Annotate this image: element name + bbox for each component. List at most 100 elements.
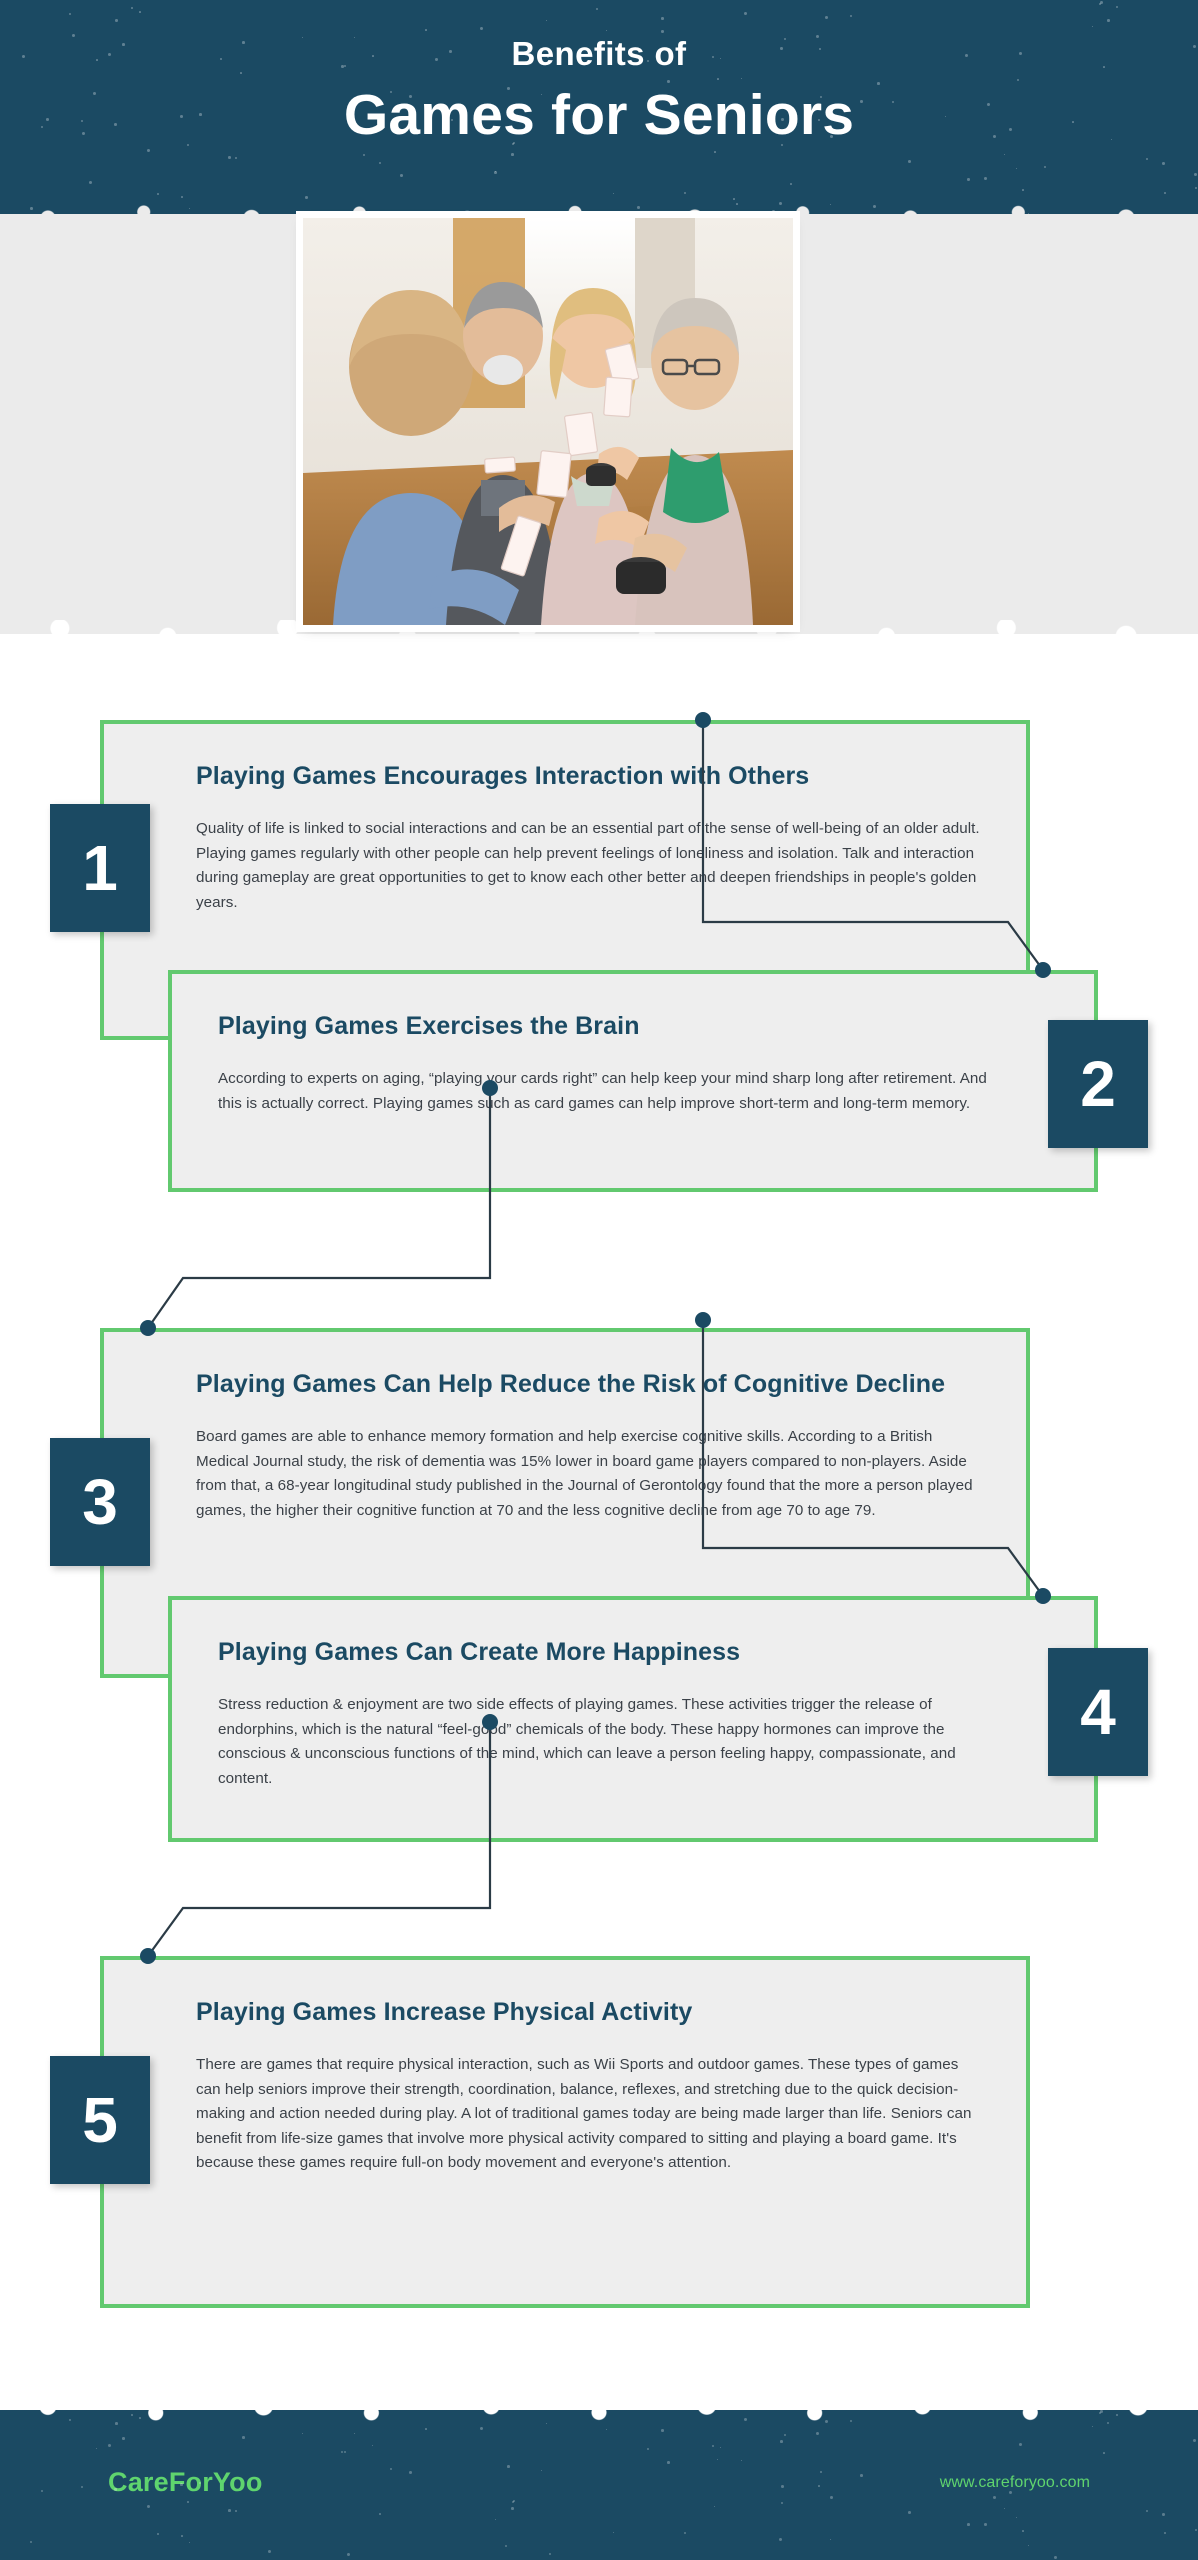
paint-speck (790, 183, 792, 185)
benefit-card-4-content: Playing Games Can Create More Happiness … (172, 1600, 1094, 1821)
footer-website-url[interactable]: www.careforyoo.com (939, 2474, 1090, 2491)
paint-speck (425, 2428, 427, 2430)
paint-speck (1195, 187, 1198, 190)
paint-speck (494, 171, 497, 174)
paint-speck (1004, 154, 1006, 156)
paint-speck (830, 2539, 832, 2541)
paint-speck (613, 193, 615, 195)
page-title: Games for Seniors (343, 83, 855, 147)
paint-speck (390, 91, 393, 94)
paint-speck (850, 15, 853, 18)
benefit-card-1-body: Quality of life is linked to social inte… (196, 820, 980, 911)
paint-speck (354, 2433, 356, 2435)
paint-speck (82, 132, 86, 136)
paint-speck (512, 143, 515, 146)
paint-speck (72, 34, 76, 38)
header-title-block: Benefits of Games for Seniors (0, 32, 1198, 150)
benefits-card-list: Playing Games Encourages Interaction wit… (0, 700, 1198, 2340)
paint-speck (41, 2490, 43, 2492)
paint-speck (379, 2513, 381, 2515)
paint-speck (511, 153, 514, 156)
paint-speck (1072, 121, 1074, 123)
paint-speck (1103, 66, 1105, 68)
footer-brand-name: CareForYoo (108, 2467, 263, 2497)
paint-speck (967, 2523, 970, 2526)
paint-speck (1193, 45, 1197, 49)
paint-speck (830, 135, 833, 138)
paint-speck (235, 157, 237, 159)
paint-speck (1022, 2530, 1024, 2532)
benefit-card-5-title: Playing Games Increase Physical Activity (196, 1998, 693, 2026)
paint-speck (180, 2483, 183, 2486)
paint-speck (661, 2429, 664, 2432)
paint-speck (495, 171, 497, 173)
paint-speck (1019, 2443, 1023, 2447)
paint-speck (1111, 139, 1113, 141)
paint-speck (347, 2553, 351, 2557)
paint-speck (1009, 128, 1013, 132)
paint-speck (122, 2437, 125, 2440)
paint-speck (779, 2538, 783, 2542)
paint-speck (712, 2445, 715, 2448)
paint-speck (507, 87, 510, 90)
paint-speck (1193, 2439, 1196, 2442)
benefit-card-2-body: According to experts on aging, “playing … (218, 1070, 987, 1112)
paint-speck (1016, 168, 1017, 169)
paint-speck (541, 2470, 543, 2472)
paint-speck (744, 2418, 747, 2421)
paint-speck (480, 27, 484, 31)
paint-speck (187, 144, 189, 146)
paint-speck (967, 178, 970, 181)
paint-speck (667, 2461, 670, 2464)
benefit-card-3-body: Board games are able to enhance memory f… (196, 1428, 973, 1519)
paint-speck (1092, 2426, 1093, 2427)
paint-speck (187, 2501, 189, 2503)
benefit-card-5[interactable]: Playing Games Increase Physical Activity… (100, 1956, 1030, 2308)
paint-speck (965, 54, 968, 57)
benefit-card-4[interactable]: Playing Games Can Create More Happiness … (168, 1596, 1098, 1842)
benefit-card-1-title: Playing Games Encourages Interaction wit… (196, 762, 810, 790)
paint-speck (1017, 79, 1020, 82)
paint-speck (850, 2420, 853, 2423)
paint-speck (409, 2471, 412, 2474)
paint-speck (835, 105, 837, 107)
paint-speck (1162, 2513, 1165, 2516)
paint-speck (1146, 2510, 1148, 2512)
paint-speck (647, 60, 650, 63)
paint-speck (1116, 6, 1118, 8)
paint-speck (820, 2471, 822, 2473)
paint-speck (139, 11, 141, 13)
benefit-card-4-number-badge: 4 (1048, 1648, 1148, 1776)
paint-speck (199, 113, 202, 116)
paint-speck (344, 2451, 347, 2454)
paint-speck (661, 17, 664, 20)
paint-speck (606, 2429, 608, 2431)
paint-speck (181, 2535, 183, 2537)
paint-speck (240, 72, 242, 74)
paint-speck (606, 30, 608, 32)
paint-speck (1054, 2556, 1057, 2559)
paint-speck (122, 43, 125, 46)
paint-speck (81, 120, 84, 123)
paint-speck (1004, 2508, 1006, 2510)
paint-speck (712, 56, 715, 59)
seniors-card-game-illustration (303, 218, 793, 625)
paint-speck (480, 2427, 484, 2431)
paint-speck (451, 119, 454, 122)
paint-speck (819, 48, 821, 50)
paint-speck (372, 55, 374, 57)
paint-speck (741, 2460, 742, 2461)
paint-speck (744, 12, 748, 16)
paint-speck (41, 126, 44, 129)
paint-speck (1116, 2414, 1118, 2416)
paint-speck (736, 203, 738, 205)
benefit-card-1-number-badge: 1 (50, 804, 150, 932)
paint-speck (818, 119, 820, 121)
benefit-card-2[interactable]: Playing Games Exercises the Brain Accord… (168, 970, 1098, 1192)
paint-speck (131, 2414, 133, 2416)
page-header: Benefits of Games for Seniors (0, 0, 1198, 238)
paint-speck (147, 2505, 151, 2509)
paint-speck (180, 115, 183, 118)
paint-speck (538, 51, 541, 54)
paint-speck (305, 196, 308, 199)
